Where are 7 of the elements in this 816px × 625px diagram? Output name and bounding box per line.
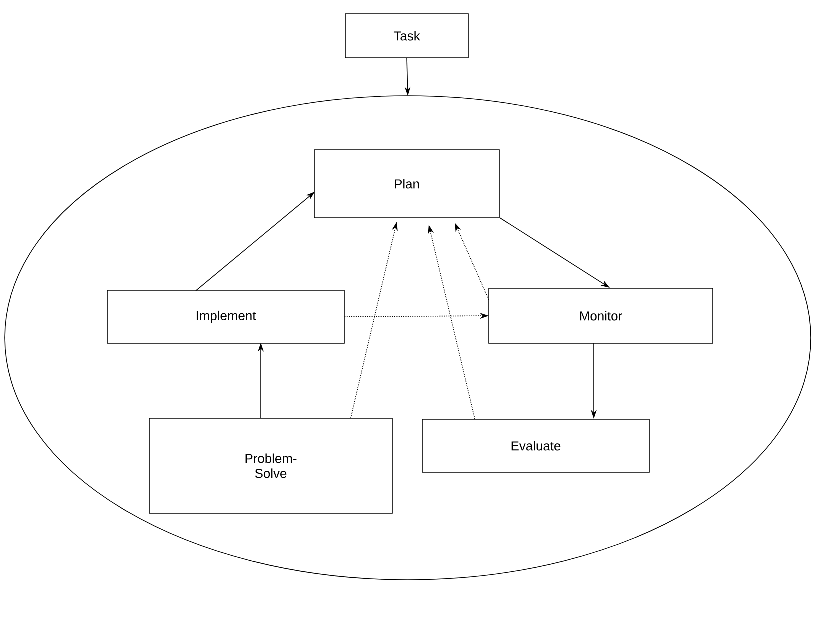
- process-box: Plan: [314, 150, 500, 218]
- process-box: Implement: [107, 290, 345, 344]
- ellipse-boundary: [4, 96, 812, 580]
- process-box: Evaluate: [422, 419, 650, 473]
- process-box: Task: [345, 14, 469, 58]
- process-box: Monitor: [488, 288, 714, 344]
- process-box: Problem-Solve: [149, 418, 393, 514]
